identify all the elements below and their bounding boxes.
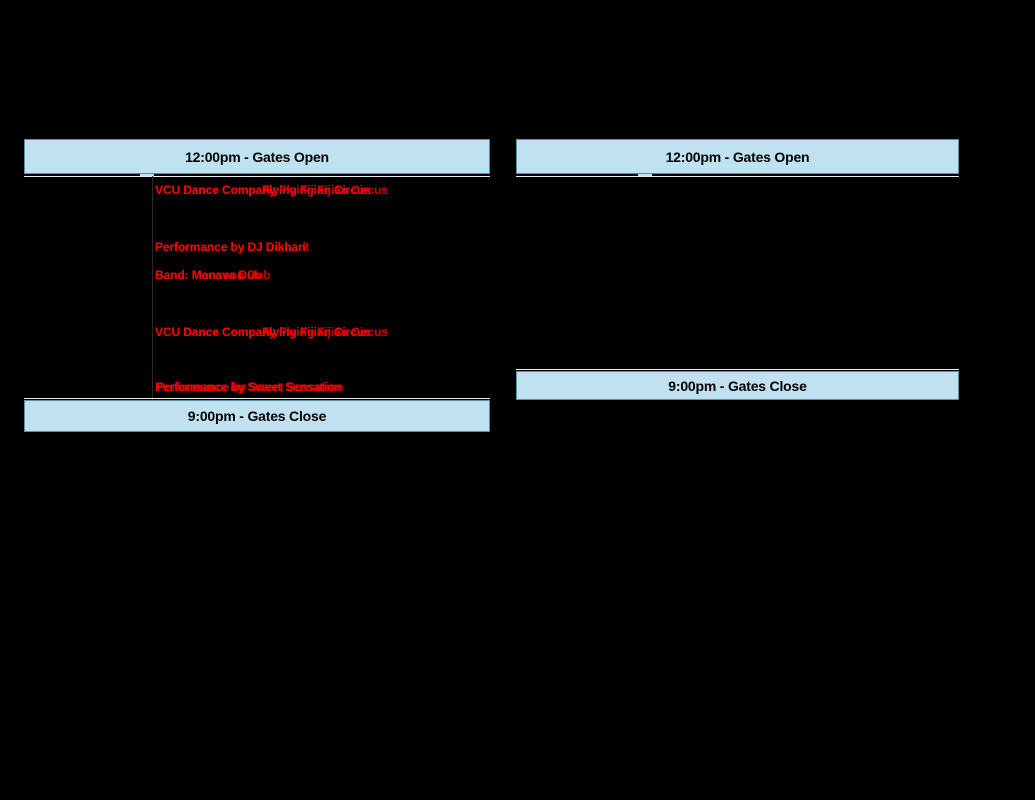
rule-left-above-close (24, 398, 490, 399)
rule-right-above-close (516, 369, 959, 370)
annotation-band-monsoon-dub: Band: Monsoon Dub (155, 268, 271, 282)
annotation-dj-dikhant: Performance by DJ Dikhant (155, 240, 310, 254)
tick-right-open (638, 174, 652, 176)
annotation-vcu-dance-flying-fijian-merged-2: VCU Dance Company Flying Fijian Circus (155, 325, 388, 339)
annotation-band-manava-dub: Band: Manava Dub (155, 268, 262, 282)
vline-left-track (152, 176, 153, 402)
annotation-vcu-dance-flying-fijian-merged: VCU Dance Company Flying Fijian Circus (155, 183, 388, 197)
bar-left-gates-close[interactable]: 9:00pm - Gates Close (24, 400, 490, 432)
annotation-vcu-dance-company-2: VCU Dance Company (155, 325, 276, 339)
bar-left-gates-close-label: 9:00pm - Gates Close (187, 408, 327, 424)
annotation-dj-dikhari: Performance by DJ Dikhari (155, 240, 306, 254)
rule-left-under-open (24, 176, 490, 177)
bar-left-gates-open[interactable]: 12:00pm - Gates Open (24, 139, 490, 174)
bar-right-gates-open[interactable]: 12:00pm - Gates Open (516, 139, 959, 174)
annotation-flying-fijian-circus-1: Flying Fijian Circus (262, 183, 371, 197)
bar-left-gates-open-label: 12:00pm - Gates Open (185, 148, 329, 165)
bar-right-gates-close-label: 9:00pm - Gates Close (668, 377, 807, 394)
bar-right-gates-open-label: 12:00pm - Gates Open (665, 148, 810, 165)
annotation-vcu-dance-company-1: VCU Dance Company (155, 183, 276, 197)
bar-right-gates-close[interactable]: 9:00pm - Gates Close (516, 371, 959, 400)
annotation-sweet-sensation-shadow: Performance by Sweet Sensation (157, 380, 344, 394)
rule-right-under-open (516, 176, 959, 177)
annotation-flying-fijian-circus-2: Flying Fijian Circus (262, 325, 371, 339)
tick-left-open (140, 174, 154, 176)
annotation-sweet-sensation: Performance by Sweet Sensation (155, 380, 342, 394)
